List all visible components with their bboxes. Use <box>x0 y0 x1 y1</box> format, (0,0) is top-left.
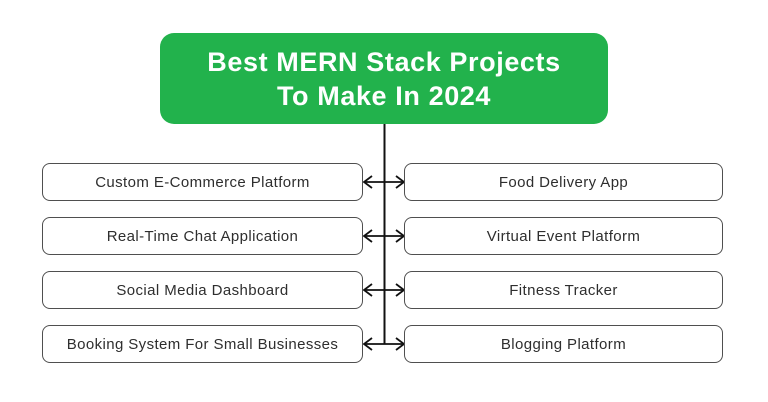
left-right-arrow-icon <box>362 229 406 243</box>
title-line-2: To Make In 2024 <box>276 80 492 111</box>
left-right-arrow-icon <box>362 337 406 351</box>
node-virtual-event-platform: Virtual Event Platform <box>404 217 723 255</box>
left-right-arrow-icon <box>362 175 406 189</box>
node-real-time-chat-application: Real-Time Chat Application <box>42 217 363 255</box>
title-box: Best MERN Stack Projects To Make In 2024 <box>160 33 608 124</box>
title-line-1: Best MERN Stack Projects <box>207 46 561 77</box>
left-right-arrow-icon <box>362 283 406 297</box>
node-custom-e-commerce-platform: Custom E-Commerce Platform <box>42 163 363 201</box>
node-booking-system-for-small-businesses: Booking System For Small Businesses <box>42 325 363 363</box>
node-food-delivery-app: Food Delivery App <box>404 163 723 201</box>
node-fitness-tracker: Fitness Tracker <box>404 271 723 309</box>
node-social-media-dashboard: Social Media Dashboard <box>42 271 363 309</box>
node-blogging-platform: Blogging Platform <box>404 325 723 363</box>
